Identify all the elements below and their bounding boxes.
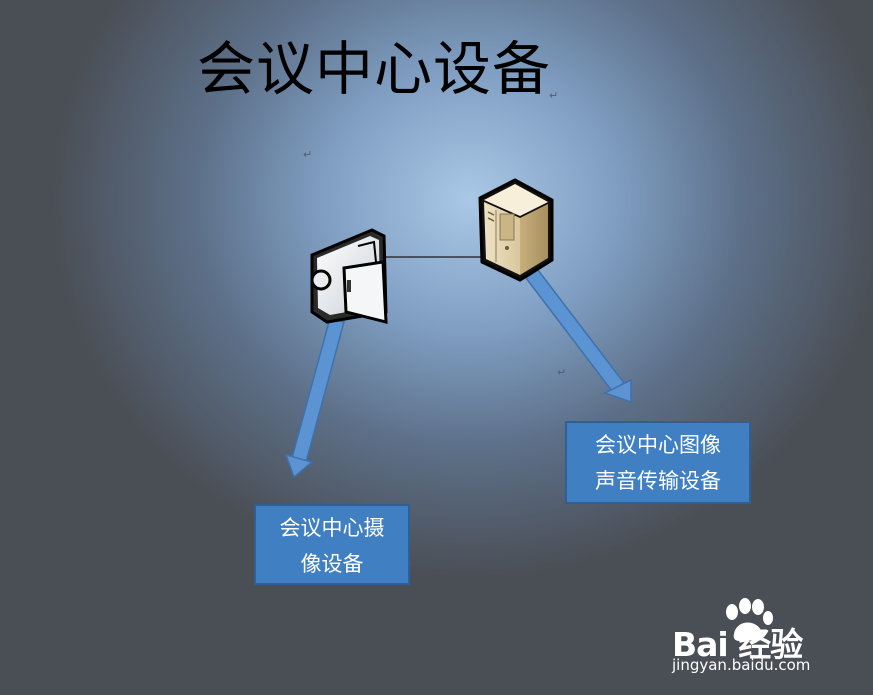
paragraph-mark: ↵ <box>303 148 313 161</box>
server-tower-icon <box>478 178 554 282</box>
camera-device-label: 会议中心摄 像设备 <box>254 504 410 585</box>
camera-label-line2: 像设备 <box>300 552 364 576</box>
av-label-line2: 声音传输设备 <box>595 469 721 493</box>
paragraph-mark: ↵ <box>557 366 567 379</box>
av-transmission-label: 会议中心图像 声音传输设备 <box>565 421 751 504</box>
camera-label-line1: 会议中心摄 <box>279 516 385 540</box>
av-label-line1: 会议中心图像 <box>595 433 721 457</box>
page-title: 会议中心设备 <box>197 35 552 103</box>
paragraph-mark: ↵ <box>549 89 559 102</box>
baidu-paw-icon <box>726 598 773 642</box>
watermark-url: jingyan.baidu.com <box>672 656 811 674</box>
arrow-to-av-label <box>524 268 632 404</box>
watermark-logo-text: Bai 经验 <box>672 625 803 664</box>
arrow-to-camera-label <box>284 317 345 479</box>
baidu-jingyan-watermark: Bai 经验 jingyan.baidu.com <box>672 598 862 688</box>
video-camera-icon <box>310 228 388 324</box>
